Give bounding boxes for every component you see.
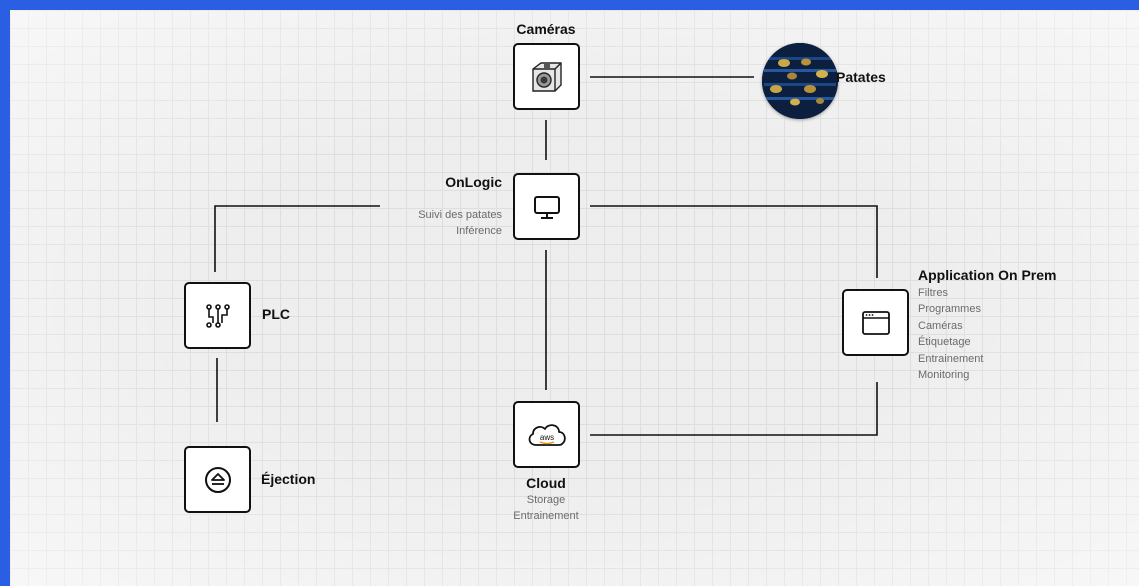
- app-detail: Entrainement: [918, 352, 984, 365]
- app-detail: Monitoring: [918, 369, 970, 382]
- app-details: Filtres Programmes Caméras Étiquetage En…: [918, 285, 983, 383]
- cameras-title: Caméras: [516, 21, 576, 37]
- cloud-title: Cloud: [526, 475, 566, 491]
- onlogic-node[interactable]: [513, 173, 580, 240]
- plc-node[interactable]: [184, 282, 251, 349]
- patates-title: Patates: [836, 69, 886, 85]
- line-cloud-app: [590, 382, 878, 436]
- aws-cloud-icon: aws: [528, 423, 566, 446]
- aws-badge: aws: [539, 433, 553, 442]
- plc-title: PLC: [262, 306, 290, 322]
- cloud-node[interactable]: aws: [513, 401, 580, 468]
- cameras-node[interactable]: [513, 43, 580, 110]
- eject-icon: [204, 466, 231, 493]
- app-detail: Caméras: [918, 319, 963, 332]
- app-title: Application On Prem: [918, 267, 1057, 283]
- browser-window-icon: [861, 310, 890, 335]
- line-onlogic-plc: [214, 205, 380, 272]
- cloud-details: Storage Entrainement: [486, 492, 606, 525]
- camera-icon: [531, 61, 562, 92]
- cloud-detail: Storage: [526, 494, 566, 506]
- monitor-icon: [533, 195, 560, 219]
- line-onlogic-app: [590, 205, 878, 278]
- circuit-icon: [205, 303, 230, 328]
- onlogic-detail: Inférence: [456, 225, 502, 238]
- ejection-title: Éjection: [261, 471, 316, 487]
- app-detail: Étiquetage: [918, 336, 971, 349]
- potato-image: [762, 43, 838, 119]
- app-detail: Filtres: [918, 287, 948, 299]
- ejection-node[interactable]: [184, 446, 251, 513]
- app-detail: Programmes: [918, 303, 981, 316]
- onlogic-detail: Suivi des patates: [418, 209, 502, 221]
- connection-lines: [214, 76, 878, 436]
- cloud-detail: Entrainement: [513, 510, 579, 523]
- diagram-canvas: Caméras Patate: [10, 10, 1139, 586]
- onlogic-details: Suivi des patates Inférence: [370, 207, 502, 240]
- onlogic-title: OnLogic: [445, 174, 502, 190]
- app-node[interactable]: [842, 289, 909, 356]
